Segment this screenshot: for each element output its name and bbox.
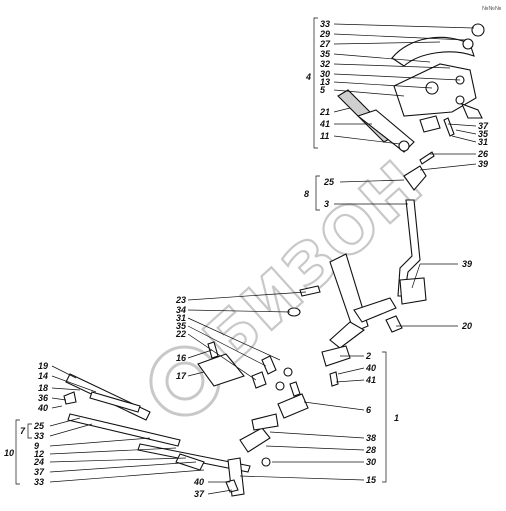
callout-40-left: 40: [37, 403, 48, 413]
lower-linkage-drawing: [63, 373, 279, 497]
callout-11: 11: [320, 131, 329, 141]
callout-23: 23: [175, 295, 186, 305]
callout-39-mid: 39: [462, 259, 472, 269]
callout-35: 35: [320, 49, 331, 59]
bracket-1-labels: 1 2 40 41 6 38 28 30 15: [365, 351, 399, 485]
callout-41-right: 41: [365, 375, 376, 385]
callout-6: 6: [366, 405, 372, 415]
group-7-10-labels: 10 7 25 33 9 12 24 37 33: [4, 421, 45, 487]
bottom-labels: 40 37: [193, 477, 205, 499]
callout-32: 32: [320, 59, 330, 69]
center-bracket-drawing: [197, 285, 321, 419]
left-top-labels: 19 14 18 36 40: [37, 361, 49, 413]
callout-15: 15: [366, 475, 377, 485]
leader-lines: [15, 17, 477, 495]
callout-group-1: 1: [394, 413, 399, 423]
callout-9: 9: [34, 441, 39, 451]
callout-34: 34: [176, 305, 186, 315]
callout-17: 17: [176, 371, 187, 381]
callout-5: 5: [320, 85, 326, 95]
callout-40-right: 40: [365, 363, 376, 373]
figure-code: №№№: [482, 5, 501, 12]
callout-29: 29: [319, 29, 330, 39]
callout-12: 12: [34, 449, 44, 459]
callout-24: 24: [33, 457, 44, 467]
callout-group-4: 4: [305, 72, 311, 82]
callout-30-right: 30: [366, 457, 376, 467]
callout-19: 19: [38, 361, 48, 371]
center-cluster-labels: 23 34 31 35 22 16 17: [175, 295, 187, 381]
watermark-text: БИЗОН: [191, 147, 438, 380]
callout-39-right: 39: [478, 159, 488, 169]
callout-37-bottom: 37: [194, 489, 205, 499]
right-upper-labels: 37 35 31 26 39: [477, 121, 489, 169]
callout-25: 25: [323, 177, 335, 187]
callout-30: 30: [320, 69, 330, 79]
callout-33: 33: [320, 19, 330, 29]
callout-40-bottom: 40: [193, 477, 204, 487]
callout-18: 18: [38, 383, 48, 393]
callout-41: 41: [319, 119, 330, 129]
callout-36: 36: [38, 393, 49, 403]
callout-37-left: 37: [34, 467, 45, 477]
callout-22: 22: [175, 329, 186, 339]
callout-31-center: 31: [176, 313, 186, 323]
callout-25-left: 25: [33, 421, 45, 431]
watermark: БИЗОН: [149, 146, 439, 417]
callout-21: 21: [319, 107, 330, 117]
callout-38: 38: [366, 433, 376, 443]
callout-16: 16: [176, 353, 187, 363]
callout-28: 28: [365, 445, 376, 455]
callout-14: 14: [38, 371, 48, 381]
callout-group-7: 7: [20, 426, 26, 436]
callout-26: 26: [477, 149, 489, 159]
callout-group-10: 10: [4, 448, 14, 458]
callout-33-left: 33: [34, 431, 44, 441]
callout-2: 2: [365, 351, 371, 361]
callout-35-right: 35: [478, 129, 489, 139]
callout-31-right: 31: [478, 137, 488, 147]
callout-37: 37: [478, 121, 489, 131]
callout-33-bottom: 33: [34, 477, 44, 487]
upper-bracket-labels: 4 33 29 27 35 32 30 13 5 21 41 11: [305, 19, 331, 141]
callout-27: 27: [319, 39, 331, 49]
group-8-labels: 8 25 3: [304, 177, 335, 209]
callout-group-8: 8: [304, 189, 309, 199]
mid-right-labels: 39 20: [461, 259, 472, 331]
callout-13: 13: [320, 77, 330, 87]
callout-35-center: 35: [176, 321, 187, 331]
pedal-rod-drawing: [321, 151, 435, 387]
callout-20: 20: [461, 321, 472, 331]
callout-3: 3: [324, 199, 329, 209]
